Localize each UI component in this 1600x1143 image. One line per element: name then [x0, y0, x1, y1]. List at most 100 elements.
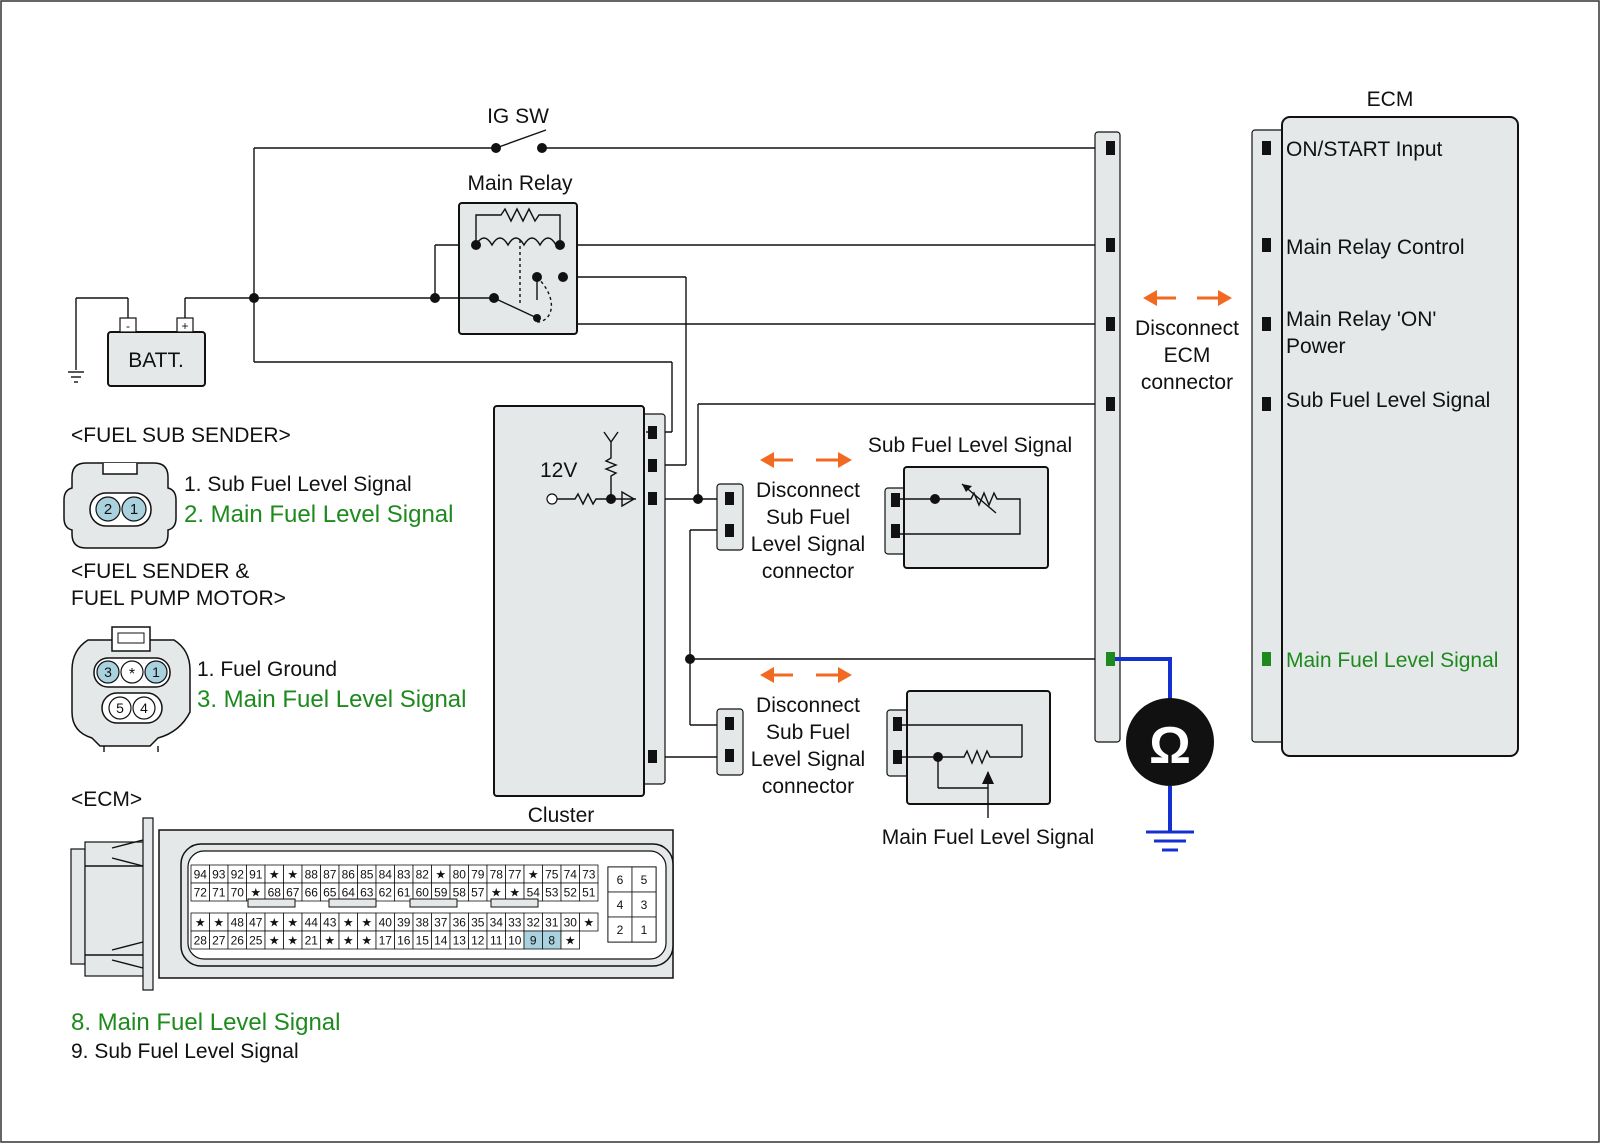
ecm-pin-sub-fuel: Sub Fuel Level Signal — [1286, 389, 1490, 412]
ecm-pin-number: 8 — [548, 934, 555, 948]
ecm-pin-number: 73 — [582, 868, 596, 882]
svg-text:ECM: ECM — [1164, 344, 1211, 367]
ecm-pin-number: 93 — [212, 868, 226, 882]
12v-label: 12V — [540, 459, 577, 482]
fuel-sub-sender-item-1: 1. Sub Fuel Level Signal — [184, 473, 412, 496]
ecm-pin-number: 70 — [231, 886, 245, 900]
fuel-sender-item-2: 3. Main Fuel Level Signal — [197, 686, 466, 713]
ecm-small-pin-cell — [607, 891, 633, 918]
ecm-pin-number: ★ — [361, 934, 372, 948]
fuel-sender-connector: <FUEL SENDER & FUEL PUMP MOTOR> 3 * 1 5 … — [71, 560, 466, 752]
ohmmeter: Ω — [1115, 657, 1214, 852]
svg-text:3: 3 — [104, 664, 112, 680]
ecm-pin-number: ★ — [343, 934, 354, 948]
ecm-pin-number: 26 — [231, 934, 245, 948]
disconnect-arrow-sub-2 — [760, 667, 852, 683]
ecm-pin-number: 16 — [397, 934, 411, 948]
ecm-pin-number: 48 — [231, 916, 245, 930]
ecm-pin-number: ★ — [528, 868, 539, 882]
ecm-pin-number: 86 — [342, 868, 356, 882]
ecm-pin-number: 43 — [323, 916, 337, 930]
ecm-pin-number: 37 — [434, 916, 448, 930]
ecm-small-pin-number: 3 — [641, 898, 648, 912]
sub-fuel-sender: Sub Fuel Level Signal — [716, 434, 1072, 569]
ecm-pin-number: ★ — [195, 916, 206, 930]
svg-text:Disconnect: Disconnect — [1135, 317, 1239, 340]
ecm-pin-main-relay-on-2: Power — [1286, 335, 1346, 358]
svg-text:*: * — [129, 666, 135, 683]
ecm-pin-number: 17 — [379, 934, 393, 948]
ecm-pin-number: 62 — [379, 886, 393, 900]
ecm-pin-number: 75 — [545, 868, 559, 882]
ecm-pin-number: 77 — [508, 868, 522, 882]
disconnect-ecm-label: Disconnect ECM connector — [1135, 317, 1239, 394]
svg-text:Disconnect: Disconnect — [756, 479, 860, 502]
ecm-pin-number: 40 — [379, 916, 393, 930]
ecm-pin-number: 34 — [490, 916, 504, 930]
ecm-pin-number: 64 — [342, 886, 356, 900]
ecm-small-pin-cell — [631, 891, 657, 918]
ecm-pin-number: ★ — [509, 886, 520, 900]
ecm-pin-number: 85 — [360, 868, 374, 882]
ecm-pin-number: ★ — [287, 868, 298, 882]
disconnect-sub-label-2: Disconnect Sub Fuel Level Signal connect… — [751, 694, 865, 798]
ecm-small-pin-number: 4 — [617, 898, 624, 912]
ecm-pin-number: 38 — [416, 916, 430, 930]
ecm-pin-cell — [579, 912, 599, 932]
ecm-pin-cell — [579, 882, 599, 902]
ecm-pin-number: 83 — [397, 868, 411, 882]
svg-text:1: 1 — [152, 664, 160, 680]
ecm-pin-number: 84 — [379, 868, 393, 882]
ecm-pin-number: ★ — [435, 868, 446, 882]
svg-text:connector: connector — [1141, 371, 1233, 394]
ecm-pin-number: 54 — [527, 886, 541, 900]
ecm-pin-number: 59 — [434, 886, 448, 900]
disconnect-arrow-sub-1 — [760, 452, 852, 468]
ecm-pin-number: 12 — [471, 934, 485, 948]
ecm-pin-number: 11 — [490, 934, 503, 948]
ecm-pin-number: ★ — [213, 916, 224, 930]
ecm-pin-main-relay-on: Main Relay 'ON' — [1286, 308, 1436, 331]
svg-text:4: 4 — [140, 700, 148, 716]
ecm-pin-number: 68 — [268, 886, 282, 900]
main-sender-title: Main Fuel Level Signal — [882, 826, 1094, 849]
ecm-pin-number: 10 — [508, 934, 522, 948]
ecm-small-pin-number: 1 — [641, 923, 648, 937]
ecm-pin-number: ★ — [361, 916, 372, 930]
ecm-pin-number: 80 — [453, 868, 467, 882]
ecm-pin-main-relay-control: Main Relay Control — [1286, 236, 1465, 259]
ecm-pin-number: 79 — [471, 868, 485, 882]
ecm-pin-number: 74 — [564, 868, 578, 882]
ecm-pin-number: 52 — [564, 886, 578, 900]
svg-text:Sub Fuel: Sub Fuel — [766, 506, 850, 529]
ohm-icon: Ω — [1149, 717, 1191, 775]
disconnect-arrow-ecm — [1143, 290, 1232, 306]
ecm-pin-main-fuel: Main Fuel Level Signal — [1286, 649, 1498, 672]
ecm-pin-number: ★ — [287, 934, 298, 948]
ecm-pin-number: 61 — [397, 886, 411, 900]
cluster: 12V Cluster — [493, 405, 666, 827]
ecm-pin-number: 25 — [249, 934, 263, 948]
ecm-pin-number: ★ — [491, 886, 502, 900]
fuel-sub-sender-title: <FUEL SUB SENDER> — [71, 424, 291, 447]
main-relay-label: Main Relay — [467, 172, 573, 195]
sub-sender-title: Sub Fuel Level Signal — [868, 434, 1072, 457]
ecm-pin-number: ★ — [269, 934, 280, 948]
ecm-pin-number: ★ — [250, 886, 261, 900]
disconnect-arrows — [760, 290, 1232, 683]
fuel-sender-title-1: <FUEL SENDER & — [71, 560, 249, 583]
ecm-connector-item-1: 8. Main Fuel Level Signal — [71, 1009, 340, 1036]
ecm-pin-number: 53 — [545, 886, 559, 900]
ecm-pin-number: 39 — [397, 916, 411, 930]
svg-text:5: 5 — [116, 700, 124, 716]
battery: - + BATT. — [107, 317, 206, 387]
ecm-pin-number: 57 — [471, 886, 485, 900]
svg-text:1: 1 — [130, 501, 138, 518]
ecm-pin-number: 82 — [416, 868, 430, 882]
ecm-pin-number: 65 — [323, 886, 337, 900]
ecm-pin-cell — [560, 930, 580, 950]
ecm-pin-number: 67 — [286, 886, 300, 900]
ecm-small-pin-cell — [631, 866, 657, 893]
